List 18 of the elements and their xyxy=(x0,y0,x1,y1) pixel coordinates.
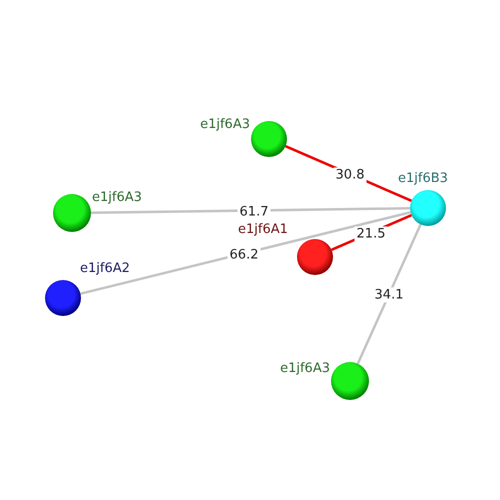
domain-sphere xyxy=(331,362,369,400)
connector-line xyxy=(80,211,411,295)
domain-sphere xyxy=(410,190,446,226)
domain-label: e1jf6A3 xyxy=(280,361,330,376)
edge-label: 34.1 xyxy=(372,288,406,302)
domain-label: e1jf6A3 xyxy=(200,117,250,132)
domain-label: e1jf6A3 xyxy=(92,190,142,205)
domain-sphere xyxy=(251,121,287,157)
domain-label: e1jf6B3 xyxy=(398,171,448,186)
domain-sphere xyxy=(53,194,91,232)
connector-line xyxy=(356,224,422,364)
edge-label: 21.5 xyxy=(354,226,388,242)
edge-label: 30.8 xyxy=(334,168,366,182)
domain-sphere xyxy=(45,280,81,316)
connector-line xyxy=(90,207,410,214)
domain-label: e1jf6A1 xyxy=(238,222,288,237)
domain-sphere xyxy=(297,239,333,275)
domain-label: e1jf6A2 xyxy=(80,261,130,276)
